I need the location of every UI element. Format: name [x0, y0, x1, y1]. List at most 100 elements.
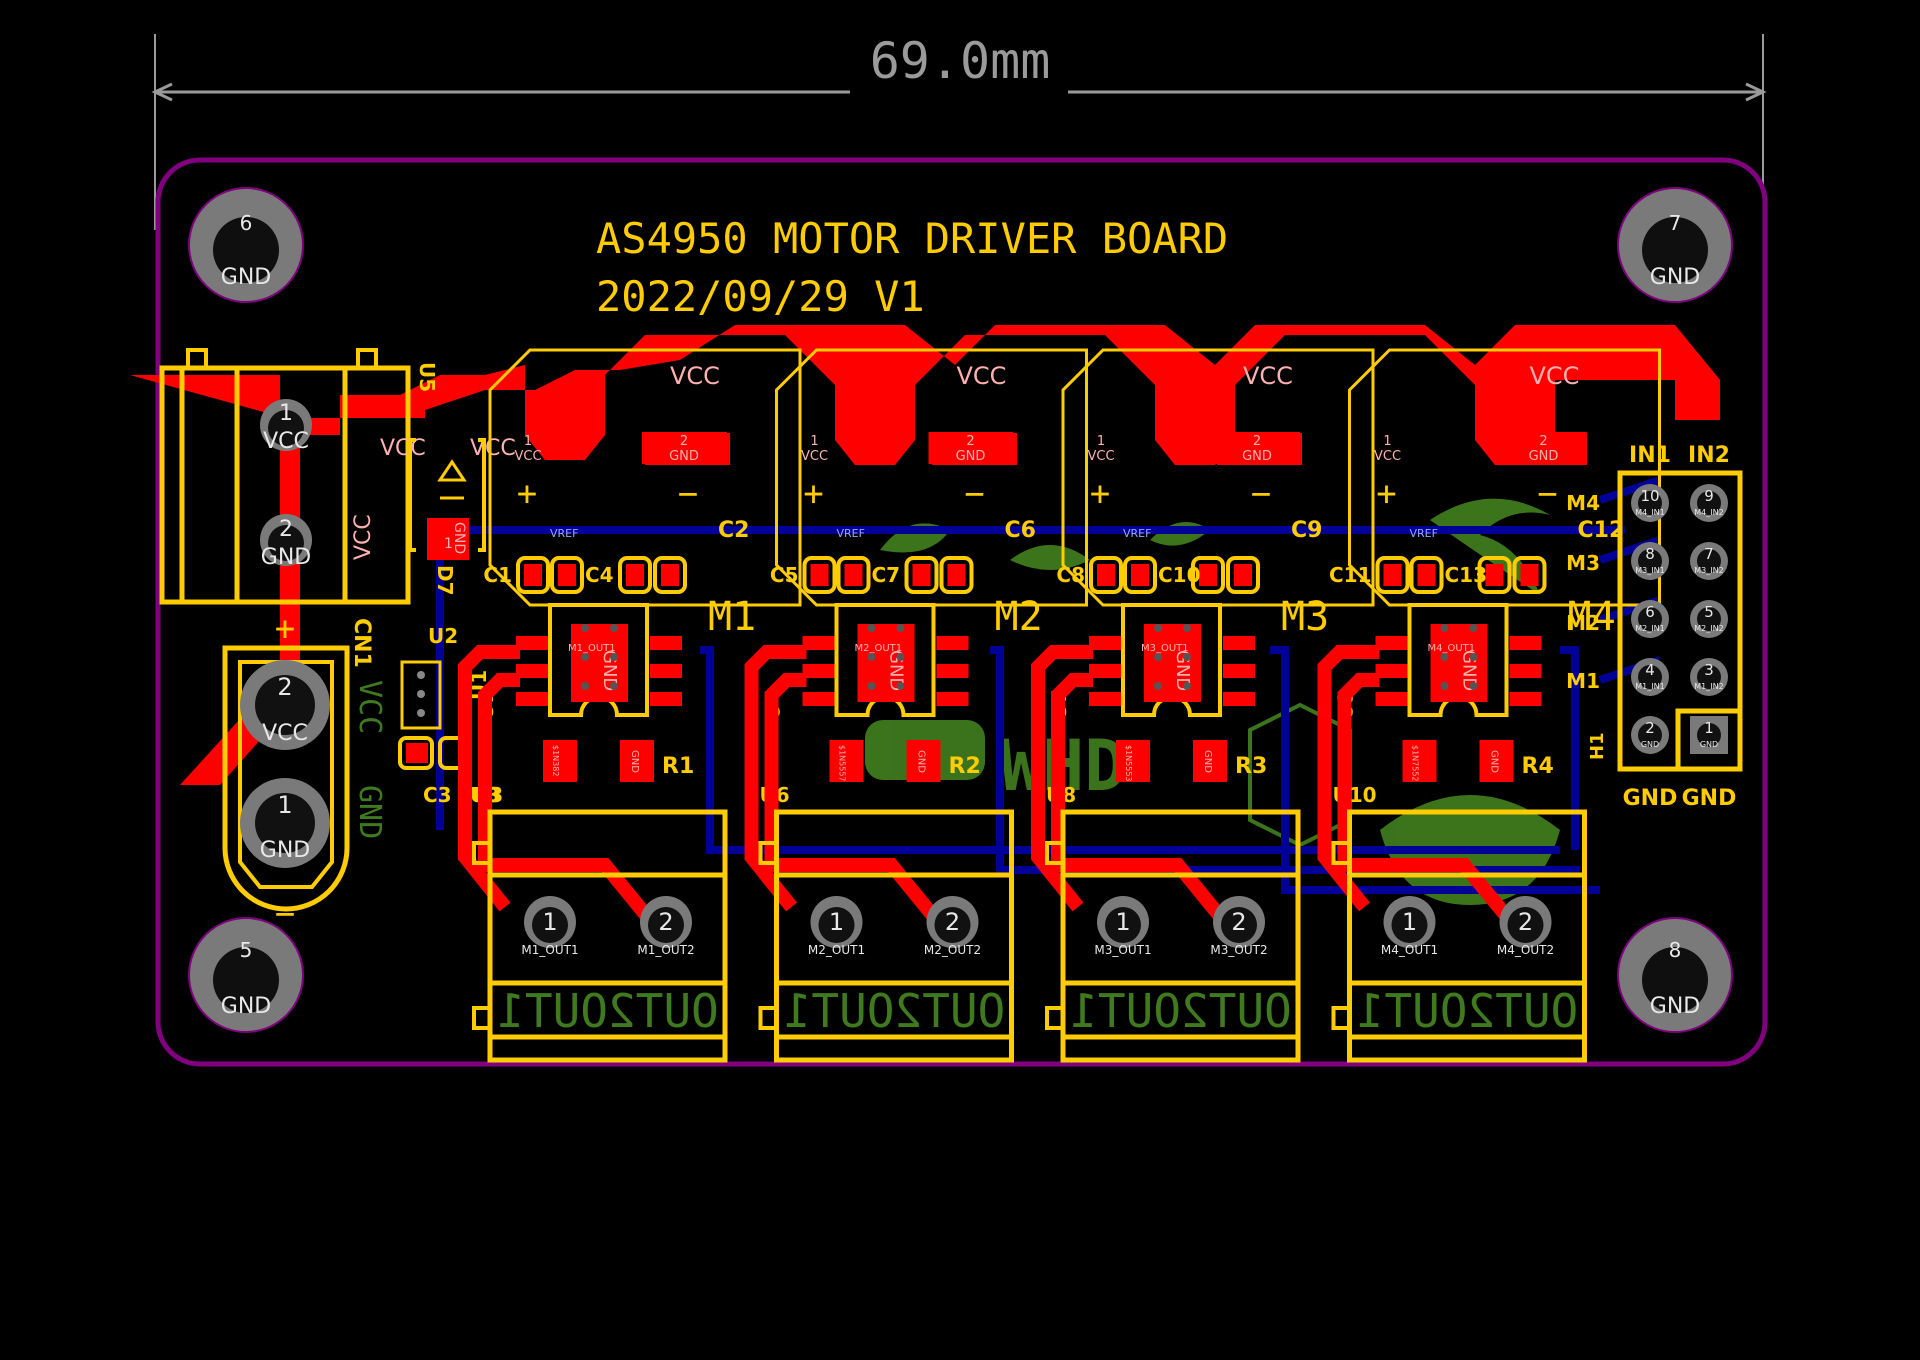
cap-pad[interactable]: [524, 564, 542, 586]
header-pin-8[interactable]: 8M3_IN1: [1631, 542, 1669, 580]
ref-u2: U2: [428, 624, 458, 648]
header-pin-4[interactable]: 4M1_IN1: [1631, 658, 1669, 696]
zener-pad[interactable]: [1402, 740, 1437, 782]
cap-pad[interactable]: [626, 564, 644, 586]
terminal-pin-vcc[interactable]: 1 VCC: [260, 399, 312, 454]
output-back-label: OUT2OUT1: [784, 984, 1006, 1038]
zener-pad[interactable]: [1116, 740, 1150, 782]
resistor-pad[interactable]: [906, 740, 941, 782]
svg-text:M1: M1: [1566, 669, 1600, 693]
svg-text:M1_OUT2: M1_OUT2: [637, 943, 694, 957]
svg-text:VCC: VCC: [1374, 449, 1401, 464]
svg-text:2: 2: [966, 434, 974, 449]
svg-text:M4_OUT1: M4_OUT1: [1381, 943, 1438, 957]
svg-text:5: 5: [1704, 603, 1714, 621]
diode-pad[interactable]: [427, 518, 469, 560]
driver-thermal-pad[interactable]: [571, 624, 628, 702]
mounting-hole-5[interactable]: 5 GND: [188, 917, 304, 1033]
svg-text:−: −: [964, 474, 984, 514]
output-pin-out2[interactable]: 2M1_OUT2: [637, 896, 695, 957]
resistor-pad[interactable]: [620, 740, 654, 782]
svg-text:5: 5: [240, 938, 253, 962]
header-pin-6[interactable]: 6M2_IN1: [1631, 600, 1669, 638]
svg-text:GND: GND: [261, 545, 311, 570]
svg-text:1: 1: [444, 536, 453, 552]
svg-text:GND: GND: [1623, 786, 1678, 811]
svg-text:2: 2: [1253, 434, 1261, 449]
svg-text:VCC: VCC: [1243, 362, 1293, 390]
barrel-connector-cn1: + − 2 VCC 1 GND CN1 VCC GND: [222, 609, 387, 934]
ref-cap-a: C5: [770, 563, 799, 587]
driver-thermal-pad[interactable]: [857, 624, 915, 702]
svg-text:+: +: [1090, 474, 1110, 514]
output-pin-out2[interactable]: 2M4_OUT2: [1497, 896, 1554, 957]
cap-pad[interactable]: [1383, 564, 1402, 586]
cn1-pin-gnd[interactable]: 1 GND: [240, 778, 330, 868]
header-pin-5[interactable]: 5M2_IN2: [1690, 600, 1728, 638]
resistor-pad[interactable]: [1479, 740, 1514, 782]
svg-text:GND: GND: [1682, 786, 1737, 811]
driver-thermal-pad[interactable]: [1430, 624, 1488, 702]
mounting-hole-6[interactable]: 6 GND: [188, 187, 304, 303]
cap-pad[interactable]: [947, 564, 966, 586]
cap-pad[interactable]: [1417, 564, 1436, 586]
cap-pad[interactable]: [1097, 564, 1115, 586]
ref-bulk-cap: C6: [1005, 518, 1036, 543]
cap-pad[interactable]: [844, 564, 863, 586]
output-pin-out1[interactable]: 1M3_OUT1: [1094, 896, 1152, 957]
header-pin-7[interactable]: 7M3_IN2: [1690, 542, 1728, 580]
cap-pad[interactable]: [1485, 564, 1504, 586]
svg-text:GND: GND: [1202, 750, 1213, 773]
cap-pad[interactable]: [1199, 564, 1217, 586]
svg-text:2: 2: [279, 517, 293, 542]
ref-resistor: R3: [1235, 754, 1267, 779]
svg-text:1: 1: [1704, 719, 1714, 737]
cap-gnd-pad[interactable]: [928, 432, 1014, 464]
mounting-hole-8[interactable]: 8 GND: [1617, 917, 1733, 1033]
output-pin-out1[interactable]: 1M4_OUT1: [1381, 896, 1438, 957]
cap-pad[interactable]: [810, 564, 829, 586]
svg-text:M4_IN2: M4_IN2: [1694, 508, 1723, 517]
zener-pad[interactable]: [829, 740, 864, 782]
output-pin-out1[interactable]: 1M1_OUT1: [521, 896, 579, 957]
svg-text:2: 2: [945, 908, 960, 936]
cap-pad[interactable]: [1131, 564, 1149, 586]
svg-text:9: 9: [1704, 487, 1714, 505]
svg-text:M3_IN1: M3_IN1: [1635, 566, 1664, 575]
driver-thermal-pad[interactable]: [1144, 624, 1201, 702]
cap-gnd-pad[interactable]: [1215, 432, 1300, 464]
output-terminal: [1060, 809, 1301, 1063]
svg-text:GND: GND: [451, 522, 467, 554]
cap-pad[interactable]: [661, 564, 679, 586]
svg-text:2: 2: [1518, 908, 1533, 936]
svg-text:+: +: [803, 474, 823, 514]
cap-gnd-pad[interactable]: [642, 432, 727, 464]
ref-cap-b: C4: [585, 563, 614, 587]
header-pin-9[interactable]: 9M4_IN2: [1690, 484, 1728, 522]
resistor-pad[interactable]: [1193, 740, 1227, 782]
svg-text:M1_OUT1: M1_OUT1: [521, 943, 578, 957]
output-pin-out2[interactable]: 2M3_OUT2: [1210, 896, 1268, 957]
output-pin-out1[interactable]: 1M2_OUT1: [808, 896, 865, 957]
svg-text:GND: GND: [1529, 449, 1559, 464]
output-pin-out2[interactable]: 2M2_OUT2: [924, 896, 981, 957]
header-pin-3[interactable]: 3M1_IN2: [1690, 658, 1728, 696]
svg-text:M3_OUT1: M3_OUT1: [1094, 943, 1151, 957]
zener-pad[interactable]: [543, 740, 577, 782]
svg-text:8: 8: [1669, 938, 1682, 962]
cap-gnd-pad[interactable]: [1501, 432, 1587, 464]
ref-cap-b: C10: [1158, 563, 1201, 587]
cap-pad[interactable]: [558, 564, 576, 586]
cn1-pin-vcc[interactable]: 2 VCC: [240, 660, 330, 750]
cap-pad[interactable]: [1234, 564, 1252, 586]
mounting-hole-7[interactable]: 7 GND: [1617, 187, 1733, 303]
cap-pad[interactable]: [912, 564, 931, 586]
svg-text:1: 1: [279, 401, 293, 426]
svg-text:2: 2: [658, 908, 673, 936]
terminal-pin-gnd[interactable]: 2 GND: [260, 514, 312, 570]
cap-pad[interactable]: [1520, 564, 1539, 586]
